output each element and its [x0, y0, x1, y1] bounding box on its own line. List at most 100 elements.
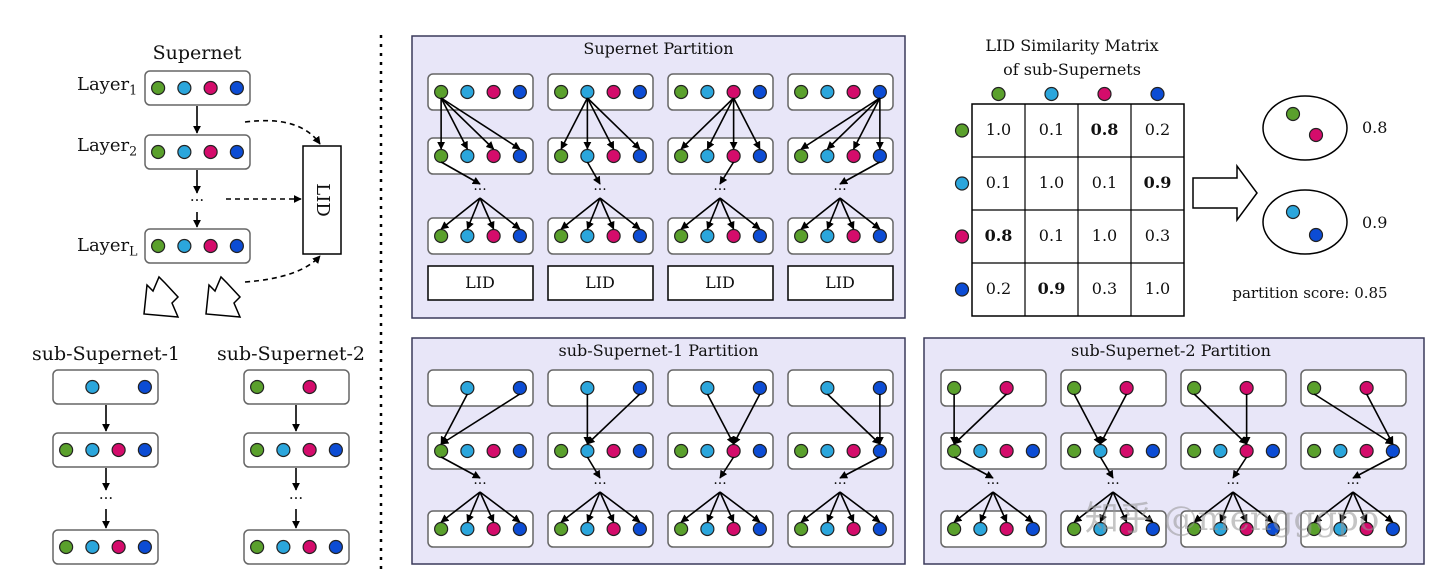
green-node — [151, 144, 166, 160]
supernet-partition-panel-title: Supernet Partition — [583, 39, 734, 58]
edge-arrow — [1193, 393, 1248, 445]
edge-arrow — [1193, 491, 1234, 523]
layer-1-label: Layer1 — [77, 76, 137, 97]
blue-node — [512, 521, 527, 537]
green-node — [554, 228, 569, 244]
sub2-ellipsis: ··· — [1106, 476, 1120, 492]
cyan-node — [954, 176, 970, 191]
group-2-ellipse — [1262, 189, 1348, 255]
group-2-score: 0.9 — [1362, 213, 1388, 232]
blue-node — [632, 228, 647, 244]
green-node — [250, 539, 265, 555]
lid-box — [302, 145, 342, 255]
edge-arrow — [979, 491, 994, 523]
hollow-right-arrow — [1192, 163, 1258, 223]
cyan-node — [820, 84, 835, 100]
sub2-ellipsis: ··· — [986, 476, 1000, 492]
group-1-ellipse — [1262, 95, 1348, 161]
blue-node — [752, 443, 767, 459]
edge-arrow — [826, 393, 881, 445]
sub1-layer-l — [787, 510, 894, 548]
sub-supernet-2-layer-l — [243, 529, 350, 565]
cyan-node — [1044, 86, 1059, 102]
edge-arrow — [680, 97, 735, 150]
green-node — [250, 442, 265, 458]
edge-arrow — [586, 97, 641, 150]
edge-arrow — [560, 491, 601, 523]
edge-arrow — [706, 491, 721, 523]
sub1-ellipsis: ··· — [713, 476, 727, 492]
partition-ellipsis: ··· — [593, 182, 607, 198]
supernet-layer-l — [144, 228, 251, 264]
edge-arrow — [1099, 491, 1114, 523]
lid-label: LID — [312, 183, 333, 217]
matrix-cell: 0.8 — [1090, 120, 1119, 139]
sub-supernet-2-layer-2 — [243, 432, 350, 468]
edge-arrow — [1339, 491, 1354, 523]
green-node — [59, 442, 74, 458]
magenta-node — [846, 443, 861, 459]
magenta-node — [111, 442, 126, 458]
magenta-node — [1359, 443, 1374, 459]
blue-node — [1025, 521, 1040, 537]
green-node — [674, 521, 689, 537]
edge-arrow — [826, 491, 841, 523]
cyan-node — [276, 539, 291, 555]
matrix-cell: 0.8 — [984, 226, 1013, 245]
matrix-cell: 0.1 — [985, 173, 1012, 192]
edge-arrow — [479, 197, 521, 230]
edge-arrow — [839, 456, 881, 479]
blue-node — [137, 379, 152, 395]
green-node — [1067, 521, 1082, 537]
magenta-node — [486, 443, 501, 459]
blue-node — [1145, 521, 1160, 537]
green-node — [554, 521, 569, 537]
edge-arrow — [1313, 393, 1394, 445]
magenta-node — [1308, 127, 1324, 143]
matrix-cell: 0.3 — [1091, 279, 1118, 298]
edge-arrow — [680, 491, 721, 523]
edge-arrow — [1099, 393, 1128, 445]
blue-node — [752, 228, 767, 244]
sub1-layer-2 — [787, 432, 894, 470]
edge-arrow — [560, 197, 601, 230]
partition-ellipsis: ··· — [473, 182, 487, 198]
sub2-layer-l — [1060, 510, 1167, 548]
green-node — [434, 228, 449, 244]
green-node — [434, 521, 449, 537]
supernet-layer-2 — [144, 134, 251, 170]
edge-arrow — [953, 456, 994, 479]
cyan-node — [460, 443, 475, 459]
cyan-node — [85, 442, 100, 458]
supernet-layer-1 — [144, 70, 251, 106]
green-node — [674, 443, 689, 459]
layer-2-label: Layer2 — [77, 137, 137, 158]
edge-arrow — [839, 161, 881, 185]
layer-1-label-text: Layer — [77, 74, 130, 95]
green-node — [794, 521, 809, 537]
blue-node — [752, 521, 767, 537]
edge-arrow — [440, 393, 469, 445]
matrix-title: LID Similarity Matrix — [985, 36, 1159, 55]
green-node — [1307, 521, 1322, 537]
edge-arrow — [440, 161, 481, 185]
magenta-node — [1119, 443, 1134, 459]
partition-layer-2 — [547, 137, 654, 175]
sub-supernet-1-title: sub-Supernet-1 — [32, 343, 180, 365]
dashed-arrow-layer2 — [244, 119, 321, 145]
layer-ellipsis: ··· — [288, 489, 304, 507]
magenta-node — [203, 80, 218, 96]
matrix-cell: 0.1 — [1038, 226, 1065, 245]
edge-arrow — [586, 393, 641, 445]
partition-lid-label: LID — [585, 273, 615, 292]
partition-ellipsis: ··· — [833, 182, 847, 198]
blue-node — [954, 282, 970, 297]
edge-arrow — [1352, 491, 1368, 523]
green-node — [674, 228, 689, 244]
edge-arrow — [826, 97, 881, 150]
matrix-cell: 0.1 — [1038, 120, 1065, 139]
edge-arrow — [586, 97, 615, 150]
blue-node — [229, 238, 244, 254]
